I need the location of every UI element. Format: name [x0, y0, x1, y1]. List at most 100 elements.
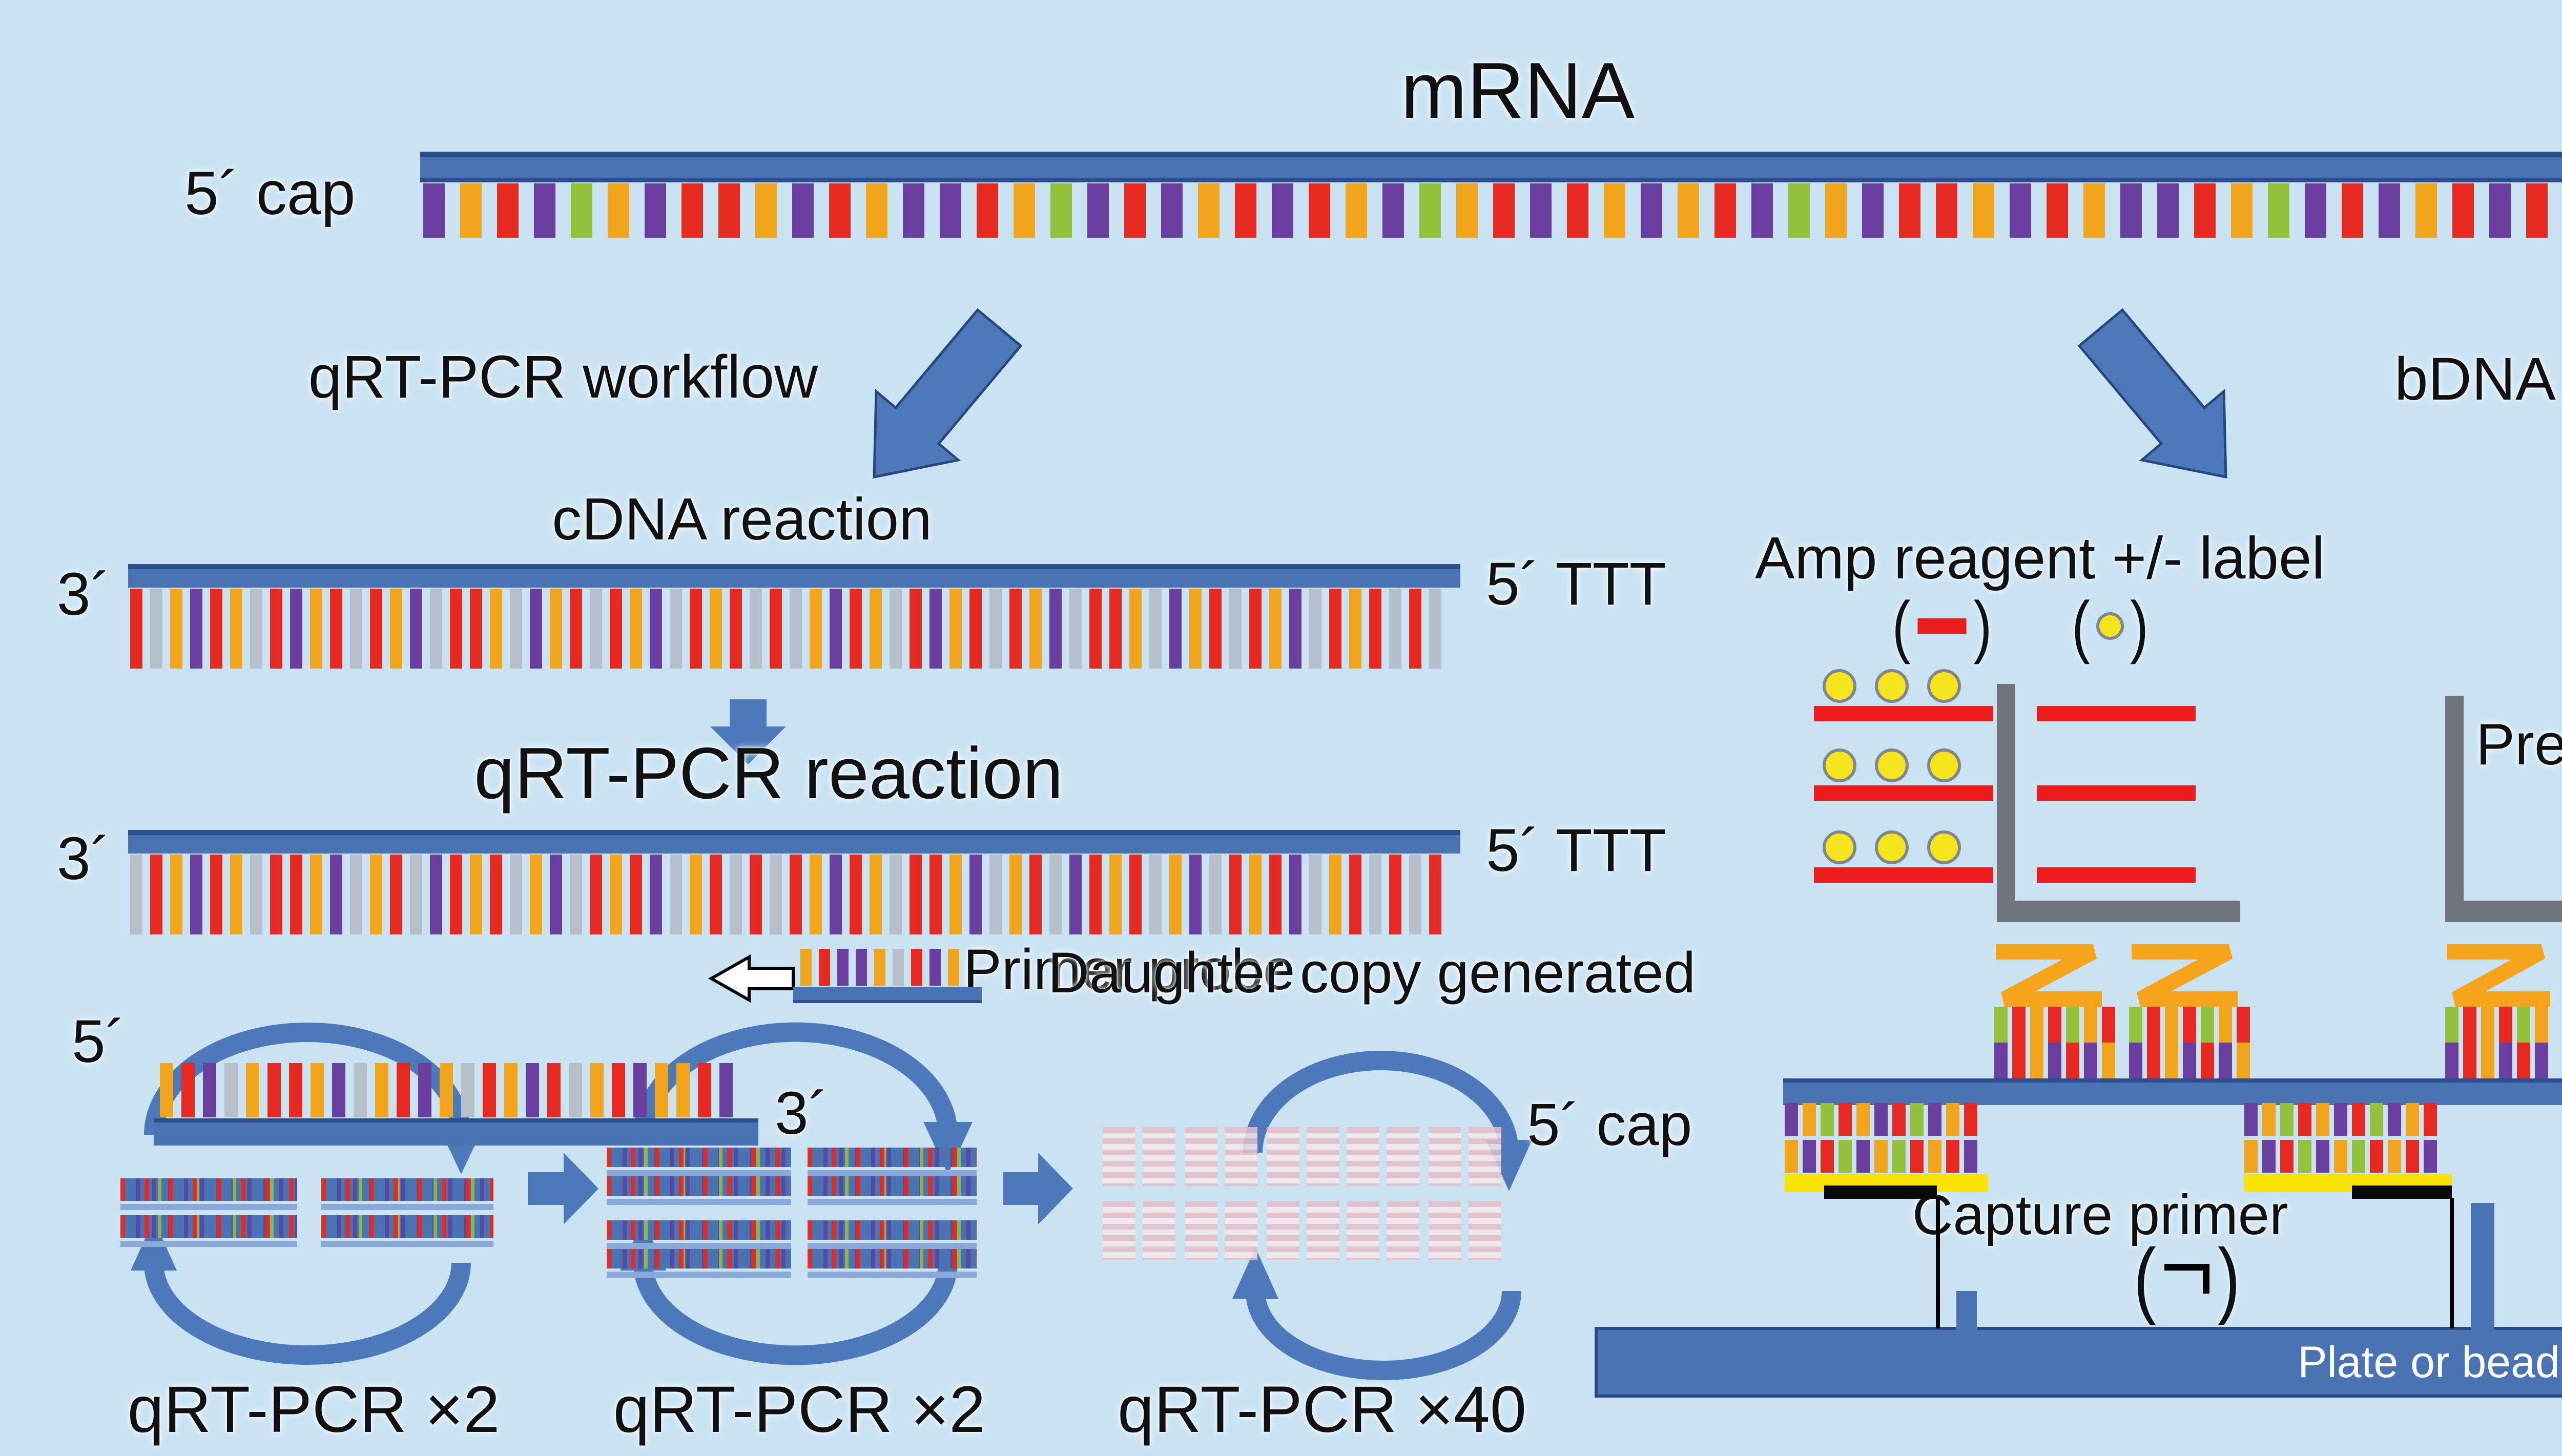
primer-tick [893, 949, 904, 986]
strand2-tick [1389, 855, 1401, 934]
amp-branch-left [1814, 706, 1993, 721]
z-block-tick-bottom [2183, 1043, 2196, 1078]
probe-tick-row1 [2388, 1103, 2401, 1136]
probe-tick-row2 [1838, 1140, 1852, 1173]
daughter-copy-strip [1143, 1201, 1175, 1260]
cdna-tick [1349, 589, 1361, 669]
z-block-tick-bottom [2102, 1043, 2115, 1078]
daughter-copy-strip [1103, 1127, 1135, 1186]
cdna-tick [1069, 589, 1082, 669]
cdna-tick [1149, 589, 1162, 669]
primer-tick [800, 949, 812, 986]
mrna-tick [1346, 183, 1367, 238]
mrna-tick [2489, 183, 2511, 238]
strand2-tick [690, 855, 702, 934]
z-block-tick-bottom [2445, 1043, 2458, 1078]
probe-tick-row2 [2352, 1140, 2365, 1173]
amp-label-circle [1875, 748, 1909, 782]
cdna-tick [250, 589, 262, 669]
paren-close: ) [2218, 1231, 2240, 1326]
cdna-5ttt-label: 5´ TTT [1486, 550, 1666, 618]
strand2-tick [230, 855, 242, 934]
cdna-tick [750, 589, 762, 669]
mrna-tick [1530, 183, 1552, 238]
z-block-tick-top [2481, 1007, 2494, 1043]
amp-label-circle [1823, 830, 1856, 864]
cdna-tick [590, 589, 602, 669]
strand2-tick [1429, 855, 1441, 934]
strand2-tick [570, 855, 582, 934]
pcr-duplex-strip [808, 1148, 977, 1167]
mrna-tick [2526, 183, 2548, 238]
primer-probe-arrow-icon [708, 954, 795, 1003]
pcr-duplex-underline [607, 1243, 791, 1249]
daughter-copy-strip [1387, 1127, 1419, 1186]
cdna-tick [949, 589, 962, 669]
strand2-tick [390, 855, 402, 934]
strand2-tick [750, 855, 762, 934]
strand2-tick [710, 855, 722, 934]
cdna-tick [170, 589, 182, 669]
strand2-tick [870, 855, 882, 934]
probe-tick-row1 [1892, 1103, 1906, 1136]
strand2-tick [170, 855, 182, 934]
cdna-tick [890, 589, 902, 669]
strand3-tick [181, 1063, 195, 1117]
strand2-5ttt-label: 5´ TTT [1486, 817, 1666, 884]
cdna-tick [850, 589, 862, 669]
capture-primer-bar [2352, 1185, 2452, 1199]
probe-tick-row1 [1856, 1103, 1870, 1136]
z-block-tick-bottom [2165, 1043, 2178, 1078]
strand2-tick [730, 855, 742, 934]
z-block-tick-top [2183, 1007, 2196, 1043]
pcr-duplex-strip [321, 1178, 493, 1201]
strand2-tick [1169, 855, 1182, 934]
probe-tick-row2 [2334, 1140, 2347, 1173]
probe-tick-row2 [1964, 1140, 1977, 1173]
mrna-tick [1862, 183, 1884, 238]
pcr-duplex-strip [808, 1220, 977, 1240]
mrna-tick [1419, 183, 1441, 238]
pcr-duplex-underline [808, 1243, 977, 1249]
cdna-tick [470, 589, 482, 669]
preamp-elbow [2445, 901, 2562, 922]
plate-post [2471, 1203, 2494, 1330]
strand3-backbone [154, 1118, 758, 1146]
z-block-tick-bottom [2499, 1043, 2512, 1078]
cdna-tick [1369, 589, 1381, 669]
z-block-tick-top [2445, 1007, 2458, 1043]
cdna-tick [230, 589, 242, 669]
cdna-tick [550, 589, 562, 669]
mrna-backbone [420, 152, 2562, 182]
z-block-tick-top [2102, 1007, 2115, 1043]
mrna-tick [460, 183, 482, 238]
daughter-copy-strip [1185, 1127, 1217, 1186]
mrna-title: mRNA [1400, 46, 1635, 135]
strand2-tick [1329, 855, 1341, 934]
strand2-tick [890, 855, 902, 934]
pcr-duplex-strip [607, 1148, 791, 1167]
mrna-tick [1309, 183, 1330, 238]
z-block-tick-bottom [2147, 1043, 2160, 1078]
probe-tick-row1 [2370, 1103, 2383, 1136]
cdna-tick [1109, 589, 1122, 669]
probe-tick-row2 [2262, 1140, 2276, 1173]
cdna-tick [1029, 589, 1042, 669]
strand2-tick [969, 855, 982, 934]
strand2-tick [210, 855, 222, 934]
strand2-tick [910, 855, 922, 934]
pcr-duplex-underline [120, 1241, 297, 1247]
strand3-tick [203, 1063, 216, 1117]
strand2-tick [590, 855, 602, 934]
probe-tick-row2 [1856, 1140, 1870, 1173]
cdna-tick [1229, 589, 1242, 669]
z-extender-icon [2447, 944, 2550, 1007]
pcr-duplex-strip [120, 1215, 297, 1238]
capture-primer-icon [2164, 1264, 2209, 1294]
strand2-tick [770, 855, 782, 934]
strand3-tick [633, 1063, 647, 1117]
five-cap-label-bottom: 5´ cap [1527, 1091, 1692, 1158]
strand2-tick [270, 855, 282, 934]
cdna-tick [1249, 589, 1262, 669]
daughter-copy-strip [1387, 1201, 1419, 1260]
